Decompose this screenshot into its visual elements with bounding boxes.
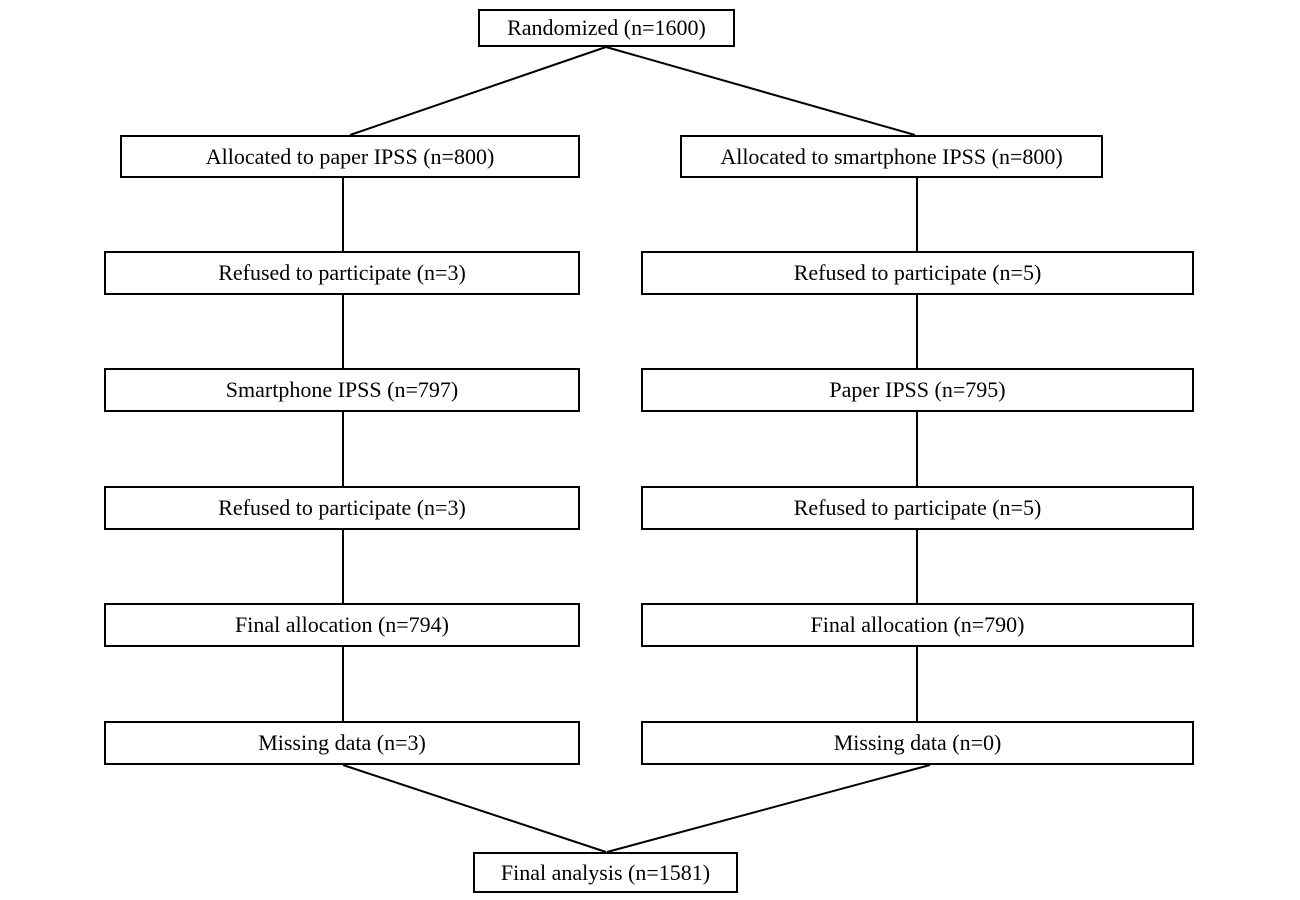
node-left-smartphone-ipss: Smartphone IPSS (n=797) bbox=[104, 368, 580, 412]
node-left-final-allocation: Final allocation (n=794) bbox=[104, 603, 580, 647]
connector-top-to-left-arm bbox=[349, 46, 607, 136]
connector-right-arm-to-bottom bbox=[606, 764, 931, 853]
node-left-missing-data: Missing data (n=3) bbox=[104, 721, 580, 765]
connector-left-arm-to-bottom bbox=[342, 764, 607, 853]
node-randomized: Randomized (n=1600) bbox=[478, 9, 735, 47]
node-left-refused-1: Refused to participate (n=3) bbox=[104, 251, 580, 295]
node-right-refused-1: Refused to participate (n=5) bbox=[641, 251, 1194, 295]
node-right-paper-ipss: Paper IPSS (n=795) bbox=[641, 368, 1194, 412]
node-right-refused-2: Refused to participate (n=5) bbox=[641, 486, 1194, 530]
node-left-allocated-paper: Allocated to paper IPSS (n=800) bbox=[120, 135, 580, 178]
node-right-missing-data: Missing data (n=0) bbox=[641, 721, 1194, 765]
node-final-analysis: Final analysis (n=1581) bbox=[473, 852, 738, 893]
node-right-final-allocation: Final allocation (n=790) bbox=[641, 603, 1194, 647]
node-left-refused-2: Refused to participate (n=3) bbox=[104, 486, 580, 530]
connector-top-to-right-arm bbox=[605, 46, 916, 136]
node-right-allocated-smartphone: Allocated to smartphone IPSS (n=800) bbox=[680, 135, 1103, 178]
